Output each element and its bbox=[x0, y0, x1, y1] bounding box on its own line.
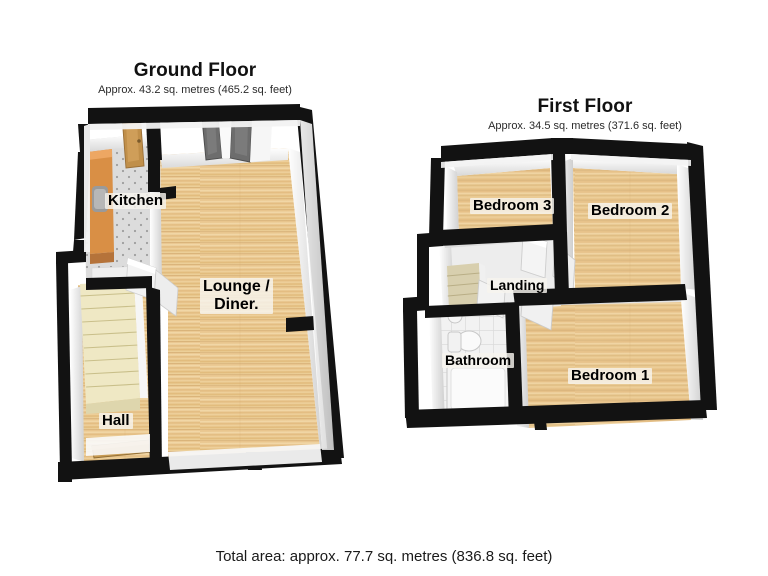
bedroom-1-floor bbox=[523, 300, 691, 428]
total-area-caption: Total area: approx. 77.7 sq. metres (836… bbox=[215, 548, 553, 565]
room-label-bathroom: Bathroom bbox=[442, 352, 515, 369]
room-label-lounge-diner: Lounge / Diner. bbox=[200, 278, 273, 314]
lounge-label-line1: Lounge / bbox=[203, 278, 270, 295]
lounge-label-line2: Diner. bbox=[214, 295, 259, 313]
first-floor-plan bbox=[395, 120, 755, 470]
ground-floor-plan bbox=[0, 0, 400, 520]
kitchen-counter bbox=[88, 149, 114, 264]
staircase-up bbox=[80, 281, 148, 414]
first-floor-walls bbox=[403, 138, 717, 430]
bathtub bbox=[445, 358, 511, 415]
ground-floor-title: Ground Floor bbox=[133, 60, 257, 81]
room-label-landing: Landing bbox=[487, 277, 548, 294]
room-label-bedroom-2: Bedroom 2 bbox=[588, 202, 673, 220]
room-label-hall: Hall bbox=[99, 412, 133, 430]
toilet bbox=[447, 330, 482, 353]
bedroom-2-floor bbox=[573, 168, 681, 292]
room-label-bedroom-3: Bedroom 3 bbox=[470, 197, 555, 215]
ground-floor-area: Approx. 43.2 sq. metres (465.2 sq. feet) bbox=[98, 84, 292, 96]
room-label-bedroom-1: Bedroom 1 bbox=[568, 367, 653, 385]
first-floor-area: Approx. 34.5 sq. metres (371.6 sq. feet) bbox=[488, 120, 682, 132]
first-floor-title: First Floor bbox=[537, 96, 633, 117]
room-label-kitchen: Kitchen bbox=[105, 192, 167, 210]
